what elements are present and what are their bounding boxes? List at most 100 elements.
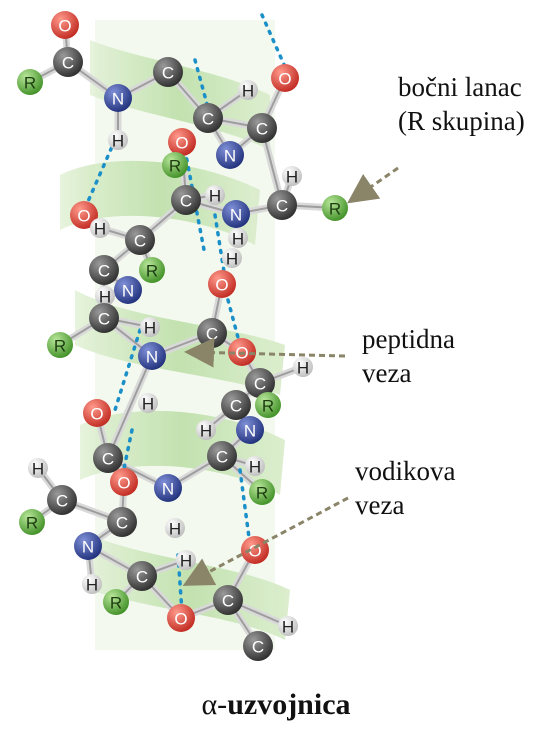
side-chain-atom: R — [162, 152, 188, 178]
hydrogen-atom-ball — [108, 130, 128, 150]
side-chain-atom-symbol: R — [54, 337, 66, 356]
hydrogen-atom-symbol: H — [226, 250, 238, 269]
nitrogen-atom: N — [114, 276, 142, 304]
title-prefix: α- — [201, 688, 228, 721]
side-chain-atom: R — [17, 69, 43, 95]
oxygen-atom-symbol: O — [174, 610, 187, 629]
hbond-8 — [120, 428, 134, 480]
oxygen-atom: O — [167, 604, 195, 632]
carbon-atom-ball — [89, 255, 119, 285]
nitrogen-atom-ball — [104, 84, 132, 112]
nitrogen-atom-ball — [154, 474, 182, 502]
side-chain-atom-ball — [162, 152, 188, 178]
nitrogen-atom-symbol: N — [224, 147, 236, 166]
hydrogen-atom-symbol: H — [99, 288, 111, 307]
carbon-atom: C — [207, 441, 237, 471]
hydrogen-atom-symbol: H — [86, 576, 98, 595]
hydrogen-atom-ball — [95, 286, 115, 306]
hydrogen-atom-symbol: H — [200, 422, 212, 441]
oxygen-atom-ball — [241, 536, 269, 564]
side-chain-atom: R — [103, 589, 129, 615]
label-arrows — [182, 166, 399, 586]
hydrogen-atom: H — [140, 317, 160, 338]
oxygen-atom: O — [271, 64, 299, 92]
carbon-atom: C — [107, 507, 137, 537]
hydrogen-atom-symbol: H — [209, 187, 221, 206]
nitrogen-atom-ball — [74, 532, 102, 560]
hydrogen-atom-symbol: H — [94, 220, 106, 239]
hydrogen-atom-symbol: H — [297, 359, 309, 378]
oxygen-atom-ball — [83, 399, 111, 427]
carbon-atom: C — [197, 318, 227, 348]
oxygen-atom: O — [70, 201, 98, 229]
side-chain-atom-symbol: R — [26, 514, 38, 533]
hydrogen-atom-symbol: H — [169, 520, 181, 539]
carbon-atom-symbol: C — [216, 448, 228, 467]
hydrogen-atom: H — [95, 286, 115, 307]
carbon-atom-symbol: C — [98, 310, 110, 329]
nitrogen-atom: N — [222, 200, 250, 228]
hydrogen-atom: H — [108, 130, 128, 151]
hydrogen-atom-ball — [196, 420, 216, 440]
hydrogen-atom-ball — [140, 317, 160, 337]
nitrogen-atom: N — [138, 342, 166, 370]
side-chain-atom-symbol: R — [256, 484, 268, 503]
hydrogen-atom: H — [90, 218, 110, 239]
carbon-atom: C — [193, 103, 223, 133]
side-chain-atom: R — [322, 195, 348, 221]
hydrogen-atom: H — [196, 420, 216, 441]
side-chain-atom: R — [255, 392, 281, 418]
carbon-atom-symbol: C — [134, 232, 146, 251]
side-chain-atom-ball — [103, 589, 129, 615]
carbon-atom-symbol: C — [180, 192, 192, 211]
hydrogen-atom-ball — [228, 228, 248, 248]
side-chain-atom-ball — [47, 332, 73, 358]
hydrogen-atom-symbol: H — [32, 460, 44, 479]
hydrogen-atom: H — [282, 166, 302, 187]
oxygen-atom: O — [110, 468, 138, 496]
hydrogen-atom: H — [228, 228, 248, 249]
side-chain-atom-symbol: R — [146, 262, 158, 281]
nitrogen-atom: N — [104, 84, 132, 112]
nitrogen-atom-symbol: N — [82, 538, 94, 557]
carbon-atom-symbol: C — [162, 64, 174, 83]
carbon-atom-ball — [193, 103, 223, 133]
carbon-atom: C — [267, 190, 297, 220]
hydrogen-atom: H — [82, 574, 102, 595]
carbon-atom-symbol: C — [222, 592, 234, 611]
carbon-atom-ball — [243, 631, 273, 661]
hydrogen-atom-symbol: H — [232, 230, 244, 249]
carbon-atom-symbol: C — [252, 638, 264, 657]
nitrogen-atom-ball — [138, 342, 166, 370]
oxygen-atom-ball — [110, 468, 138, 496]
side-chain-atom: R — [249, 479, 275, 505]
carbon-atom: C — [243, 631, 273, 661]
side-chain-atom: R — [139, 257, 165, 283]
carbon-atom-ball — [53, 47, 83, 77]
carbon-atom-ball — [93, 443, 123, 473]
hbond-7 — [226, 298, 242, 347]
carbon-atom-ball — [153, 57, 183, 87]
hydrogen-atom-symbol: H — [249, 458, 261, 477]
nitrogen-atom-ball — [222, 200, 250, 228]
hydrogen-atom-ball — [245, 456, 265, 476]
hydrogen-atom: H — [138, 393, 158, 414]
side-chain-atom-ball — [322, 195, 348, 221]
carbon-atom-symbol: C — [202, 110, 214, 129]
hydrogen-atom-ball — [222, 248, 242, 268]
nitrogen-atom-symbol: N — [122, 282, 134, 301]
carbon-atom-symbol: C — [136, 568, 148, 587]
oxygen-atom: O — [51, 11, 79, 39]
title-word: uzvojnica — [227, 688, 351, 721]
side-chain-atom-symbol: R — [169, 157, 181, 176]
side-chain-atom: R — [47, 332, 73, 358]
oxygen-atom-symbol: O — [77, 207, 90, 226]
carbon-atom-ball — [89, 303, 119, 333]
oxygen-atom: O — [208, 270, 236, 298]
hbond-10 — [238, 468, 252, 547]
side-chain-atom-ball — [19, 509, 45, 535]
hydrogen-atom-symbol: H — [286, 168, 298, 187]
side-chain-atom-ball — [249, 479, 275, 505]
hydrogen-atom-ball — [90, 218, 110, 238]
